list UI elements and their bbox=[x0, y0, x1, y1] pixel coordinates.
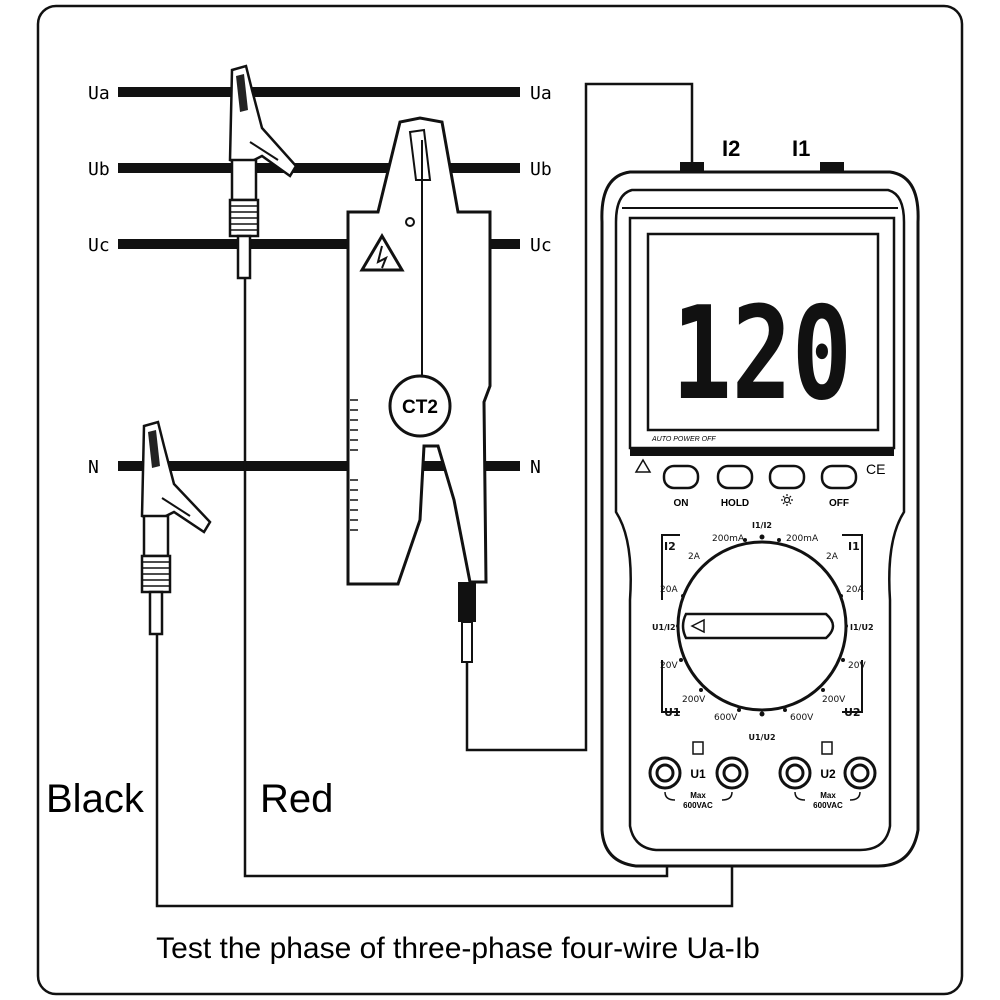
dial-left-20A: 20A bbox=[660, 585, 678, 595]
dial-sym-top: I1/I2 bbox=[752, 521, 772, 530]
on-button-label: ON bbox=[674, 498, 689, 509]
dial-right-20A: 20A bbox=[846, 585, 864, 595]
jack-u2-red[interactable] bbox=[843, 756, 877, 790]
jack-max-right-2: 600VAC bbox=[813, 801, 843, 810]
bus-label-ua-left: Ua bbox=[88, 83, 110, 104]
lcd-reading: 120 bbox=[672, 280, 852, 429]
off-button-label: OFF bbox=[829, 498, 849, 509]
jack-label-u2: U2 bbox=[820, 767, 836, 781]
dial-left-20V: 20V bbox=[660, 661, 678, 671]
top-jack-label-i2: I2 bbox=[722, 136, 740, 161]
dial-corner-u2: U2 bbox=[844, 706, 861, 719]
dial-left-200mA: 200mA bbox=[712, 534, 745, 544]
black-alligator-clip bbox=[140, 420, 212, 636]
dial-sym-right: I1/U2 bbox=[850, 623, 874, 632]
dial-left-2A: 2A bbox=[688, 552, 701, 562]
current-clamp-ct2: CT2 bbox=[346, 116, 492, 663]
dial-corner-u1: U1 bbox=[664, 706, 681, 719]
clamp-cable bbox=[465, 82, 694, 752]
dial-right-200mA: 200mA bbox=[786, 534, 819, 544]
dial-right-600V: 600V bbox=[790, 713, 814, 723]
bus-label-ub-right: Ub bbox=[530, 159, 552, 180]
dial-corner-i1: I1 bbox=[848, 540, 860, 553]
dial-left-200V: 200V bbox=[682, 695, 706, 705]
jack-max-left-2: 600VAC bbox=[683, 801, 713, 810]
bus-label-uc-right: Uc bbox=[530, 235, 552, 256]
dial-right-200V: 200V bbox=[822, 695, 846, 705]
rotary-selector-knob[interactable] bbox=[676, 540, 848, 712]
black-lead-label: Black bbox=[46, 777, 145, 821]
bus-label-ub-left: Ub bbox=[88, 159, 110, 180]
ce-mark: CE bbox=[866, 461, 885, 477]
u2-fuse-icon bbox=[821, 741, 833, 755]
clamp-label: CT2 bbox=[402, 397, 438, 418]
dial-corner-i2: I2 bbox=[664, 540, 676, 553]
jack-label-u1: U1 bbox=[690, 767, 706, 781]
top-jack-label-i1: I1 bbox=[792, 136, 810, 161]
jack-max-left-1: Max bbox=[690, 791, 706, 800]
u1-fuse-icon bbox=[692, 741, 704, 755]
jack-max-right-1: Max bbox=[820, 791, 836, 800]
jack-i2-socket bbox=[680, 162, 704, 172]
red-alligator-clip bbox=[228, 64, 298, 280]
diagram-caption: Test the phase of three-phase four-wire … bbox=[156, 932, 760, 965]
red-lead-label: Red bbox=[260, 777, 333, 821]
input-jacks: U1 U2 Max 600VAC Max 600VAC bbox=[648, 741, 877, 810]
jack-i1-socket bbox=[820, 162, 844, 172]
dial-right-2A: 2A bbox=[826, 552, 839, 562]
bus-label-n-right: N bbox=[530, 457, 541, 478]
dial-sym-bottom: U1/U2 bbox=[748, 733, 775, 742]
auto-power-off-label: AUTO POWER OFF bbox=[651, 436, 716, 443]
bus-bars: Ua Ub Uc N Ua Ub Uc N bbox=[88, 83, 552, 478]
jack-u1-red[interactable] bbox=[715, 756, 749, 790]
lcd-screen bbox=[646, 232, 880, 432]
on-button[interactable]: ON bbox=[662, 464, 700, 509]
dial-range-brackets bbox=[661, 534, 863, 713]
backlight-icon bbox=[781, 494, 793, 506]
jack-u1-black[interactable] bbox=[648, 756, 682, 790]
backlight-button[interactable] bbox=[768, 464, 806, 506]
dial-right-20V: 20V bbox=[848, 661, 866, 671]
hold-button[interactable]: HOLD bbox=[716, 464, 754, 509]
phase-meter: I2 I1 120 AUTO POWER OFF CE ON HOLD bbox=[600, 136, 920, 868]
bus-label-uc-left: Uc bbox=[88, 235, 110, 256]
warning-icon bbox=[634, 458, 652, 473]
bus-label-n-left: N bbox=[88, 457, 99, 478]
hold-button-label: HOLD bbox=[721, 498, 749, 509]
off-button[interactable]: OFF bbox=[820, 464, 858, 509]
jack-u2-black[interactable] bbox=[778, 756, 812, 790]
dial-left-600V: 600V bbox=[714, 713, 738, 723]
dial-sym-left: U1/I2 bbox=[652, 623, 676, 632]
bus-label-ua-right: Ua bbox=[530, 83, 552, 104]
knob-pointer-icon bbox=[690, 618, 705, 634]
